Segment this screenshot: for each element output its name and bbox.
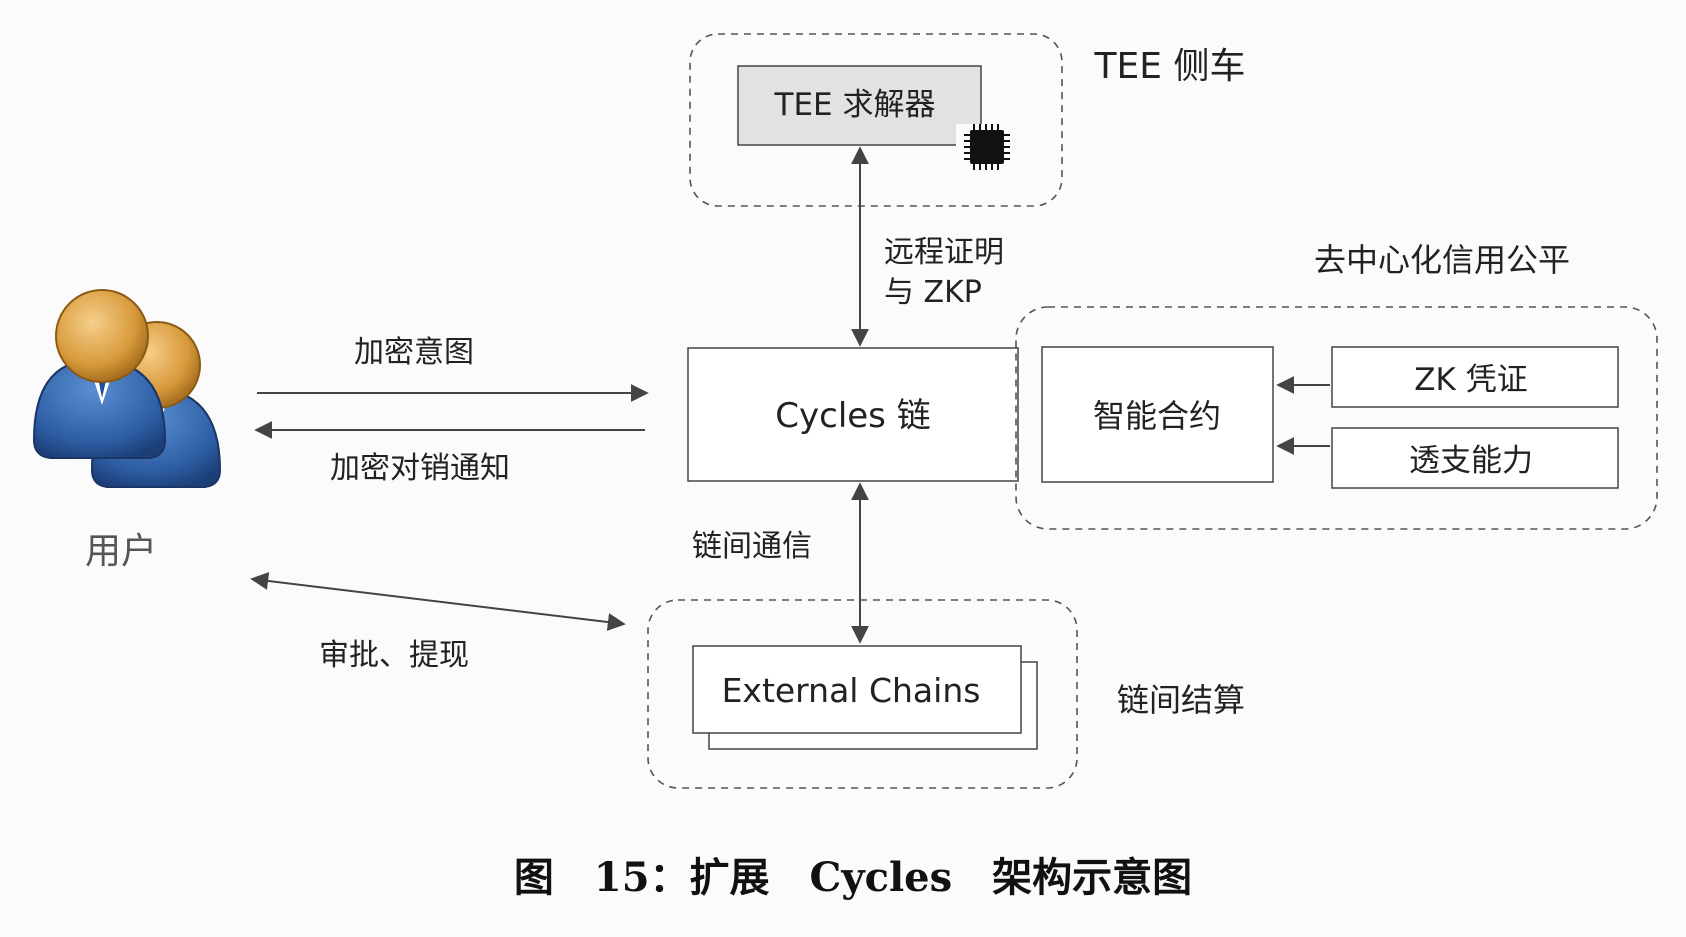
external-chains-box: [692, 645, 1022, 734]
encrypted-intent-label: 加密意图: [354, 335, 474, 370]
remote-attestation-label-line2: 与 ZKP: [884, 275, 982, 310]
approve-withdraw-arrow: [250, 572, 626, 631]
cycles-chain-label: Cycles 链: [775, 396, 930, 436]
smart-contract-label: 智能合约: [1093, 397, 1221, 435]
zk-credential-label: ZK 凭证: [1414, 362, 1527, 398]
user-label: 用户: [85, 531, 157, 572]
approve-withdraw-label: 审批、提现: [319, 638, 469, 673]
figure-caption: 图 15：扩展 Cycles 架构示意图: [514, 854, 1192, 901]
overdraft-capability-label: 透支能力: [1409, 443, 1533, 479]
zk-credential-box: [1331, 346, 1619, 408]
user-front-icon: [32, 289, 167, 459]
user-group-icon: [32, 289, 222, 488]
external-settlement-group: [647, 599, 1078, 789]
decentralized-trust-group: [1015, 306, 1658, 530]
remote-attestation-label-line1: 远程证明: [884, 235, 1004, 270]
cross-chain-comm-label: 链间通信: [692, 529, 812, 564]
cycles-chain-box: [687, 347, 1019, 482]
overdraft-capability-box: [1331, 427, 1619, 489]
external-chains-label: External Chains: [722, 671, 981, 710]
settlement-notice-label: 加密对销通知: [330, 451, 510, 486]
external-settlement-title: 链间结算: [1117, 681, 1245, 719]
tee-solver-label: TEE 求解器: [774, 87, 936, 123]
decentralized-trust-title: 去中心化信用公平: [1314, 241, 1570, 279]
chip-icon: [956, 124, 1016, 178]
tee-sidecar-title: TEE 侧车: [1094, 46, 1246, 87]
tee-sidecar-group: [689, 33, 1063, 207]
smart-contract-box: [1041, 346, 1274, 483]
tee-solver-box: [737, 65, 982, 146]
